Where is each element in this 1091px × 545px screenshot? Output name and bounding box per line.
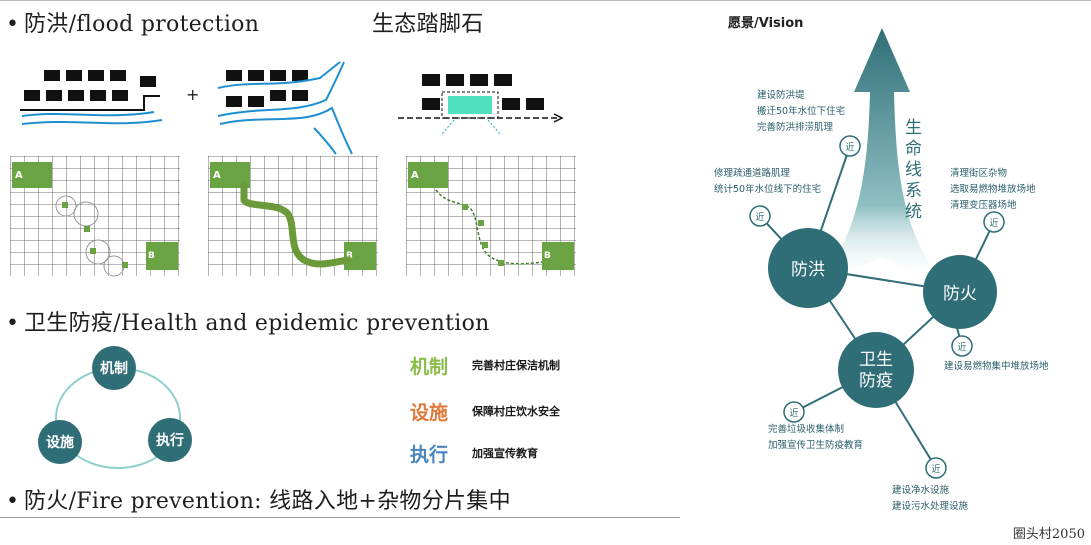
schematic-stepping-stone bbox=[398, 74, 564, 135]
legend-desc-execution: 加强宣传教育 bbox=[472, 447, 538, 460]
note-flood-left-1: 修理疏通道路肌理 bbox=[714, 168, 791, 179]
svg-text:近: 近 bbox=[957, 341, 966, 353]
hub-health bbox=[838, 332, 914, 408]
map3-label-b: B bbox=[544, 251, 551, 261]
cycle-label-facility: 设施 bbox=[46, 434, 74, 451]
lifeline-arrow bbox=[820, 28, 940, 282]
map1-label-a: A bbox=[15, 170, 23, 181]
legend-key-mechanism: 机制 bbox=[410, 355, 449, 378]
note-health-left-1: 完善垃圾收集体制 bbox=[768, 424, 845, 435]
top-rule bbox=[0, 0, 1091, 1]
schematic-embankment bbox=[20, 70, 163, 125]
heading-health: •卫生防疫/Health and epidemic prevention bbox=[6, 311, 490, 336]
schematic-relocation bbox=[217, 61, 353, 155]
hub-fire-label: 防火 bbox=[943, 284, 977, 304]
map1-label-b: B bbox=[148, 251, 155, 261]
near-node-fire-bottom: 近 bbox=[951, 335, 973, 357]
legend-row-mechanism: 机制 完善村庄保洁机制 bbox=[410, 350, 560, 380]
near-node-flood-left: 近 bbox=[749, 205, 771, 227]
hub-fire bbox=[923, 255, 997, 329]
footer-caption: 圈头村2050 bbox=[1012, 527, 1085, 542]
heading-flood: •防洪/flood protection bbox=[6, 12, 260, 37]
hub-health-label-1: 卫生 bbox=[859, 350, 893, 370]
legend-key-facility: 设施 bbox=[410, 401, 449, 424]
flood-schematics: + bbox=[20, 61, 564, 155]
section-divider bbox=[0, 517, 680, 518]
note-flood-top-2: 搬迁50年水位下住宅 bbox=[757, 106, 846, 117]
cycle-node-mechanism bbox=[92, 346, 136, 390]
note-fire-top-3: 清理变压器场地 bbox=[950, 200, 1017, 211]
cycle-label-execution: 执行 bbox=[156, 432, 184, 449]
health-cycle-diagram: 机制 执行 设施 bbox=[38, 346, 192, 469]
heading-fire: •防火/Fire prevention: 线路入地+杂物分片集中 bbox=[6, 489, 511, 514]
notes-health-bottom: 建设净水设施 建设污水处理设施 bbox=[892, 483, 968, 515]
map2-label-b: B bbox=[346, 251, 353, 261]
near-node-flood-top: 近 bbox=[839, 135, 861, 157]
note-fire-top-1: 清理街区杂物 bbox=[950, 168, 1008, 179]
svg-text:近: 近 bbox=[931, 463, 940, 475]
hub-health-label-2: 防疫 bbox=[859, 371, 893, 391]
flood-grid-maps: A B A B A B bbox=[10, 156, 576, 277]
grid-map-3: A B bbox=[406, 156, 576, 276]
map3-label-a: A bbox=[411, 170, 419, 181]
cycle-node-facility bbox=[38, 420, 82, 464]
legend-desc-facility: 保障村庄饮水安全 bbox=[472, 405, 560, 418]
near-node-health-left: 近 bbox=[783, 401, 805, 423]
svg-text:近: 近 bbox=[845, 141, 854, 153]
svg-text:近: 近 bbox=[755, 211, 764, 223]
legend-row-execution: 执行 加强宣传教育 bbox=[410, 438, 538, 468]
notes-fire-bottom: 建设易燃物集中堆放场地 bbox=[944, 359, 1049, 375]
note-health-bottom-2: 建设污水处理设施 bbox=[892, 501, 969, 512]
heading-stepping-stone: 生态踏脚石 bbox=[372, 12, 484, 37]
notes-health-left: 完善垃圾收集体制 加强宣传卫生防疫教育 bbox=[768, 422, 863, 454]
legend-key-execution: 执行 bbox=[410, 443, 449, 466]
note-flood-top-1: 建设防洪堤 bbox=[757, 90, 805, 101]
note-flood-left-2: 统计50年水位线下的住宅 bbox=[714, 184, 822, 195]
map2-label-a: A bbox=[213, 170, 221, 181]
plus-sign: + bbox=[186, 85, 199, 104]
legend-desc-mechanism: 完善村庄保洁机制 bbox=[472, 359, 560, 372]
near-node-fire-top: 近 bbox=[983, 211, 1005, 233]
grid-map-1: A B bbox=[10, 156, 180, 277]
evacuation-path bbox=[240, 182, 352, 268]
note-health-bottom-1: 建设净水设施 bbox=[892, 485, 950, 496]
svg-text:近: 近 bbox=[989, 217, 998, 229]
hub-flood bbox=[768, 228, 848, 308]
vision-title: 愿景/Vision bbox=[728, 16, 804, 31]
note-fire-top-2: 选取易燃物堆放场地 bbox=[950, 184, 1036, 195]
near-node-health-bottom: 近 bbox=[925, 457, 947, 479]
notes-flood-left: 修理疏通道路肌理 统计50年水位线下的住宅 bbox=[714, 166, 821, 198]
hub-flood-label: 防洪 bbox=[791, 260, 825, 280]
note-health-left-2: 加强宣传卫生防疫教育 bbox=[768, 440, 864, 451]
note-flood-top-3: 完善防洪排涝肌理 bbox=[757, 122, 834, 133]
notes-flood-top: 建设防洪堤 搬迁50年水位下住宅 完善防洪排涝肌理 bbox=[757, 88, 845, 136]
notes-fire-top: 清理街区杂物 选取易燃物堆放场地 清理变压器场地 bbox=[950, 166, 1036, 214]
cycle-label-mechanism: 机制 bbox=[100, 360, 128, 377]
note-fire-bottom-1: 建设易燃物集中堆放场地 bbox=[944, 361, 1049, 372]
lifeline-label: 生命线系统 bbox=[905, 118, 922, 222]
legend-row-facility: 设施 保障村庄饮水安全 bbox=[410, 396, 560, 426]
grid-map-2: A B bbox=[208, 156, 378, 276]
svg-text:近: 近 bbox=[789, 407, 798, 419]
vision-diagram: 防洪 防火 卫生 防疫 近 近 近 近 近 近 bbox=[749, 28, 1005, 479]
cycle-node-execution bbox=[148, 418, 192, 462]
